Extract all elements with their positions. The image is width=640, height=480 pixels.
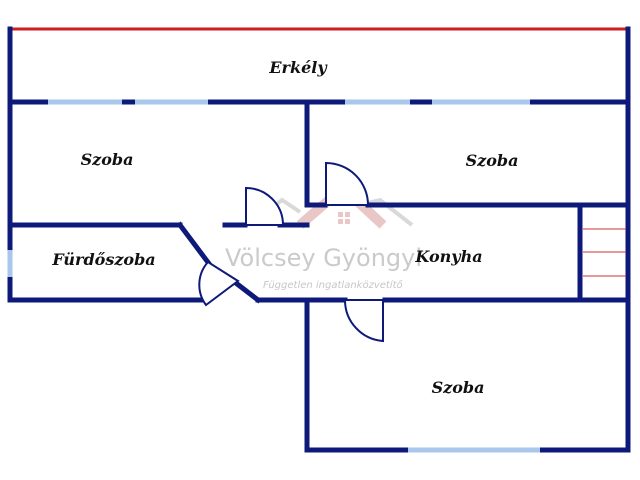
watermark-name: Völcsey Gyöngyi <box>225 244 422 272</box>
stairs-icon <box>583 228 626 277</box>
doors <box>198 161 384 343</box>
door-swing-icon <box>343 299 384 343</box>
room-label-erkely: Erkély <box>268 58 328 77</box>
room-label-konyha: Konyha <box>414 247 482 266</box>
door-swing-icon <box>198 260 240 307</box>
watermark-tagline: Független ingatlanközvetítő <box>263 279 404 291</box>
room-label-szoba-bottom: Szoba <box>432 378 485 397</box>
room-label-szoba-right: Szoba <box>466 151 519 170</box>
door-swing-icon <box>325 161 370 206</box>
door-swing-icon <box>245 186 285 226</box>
room-label-szoba-left: Szoba <box>81 150 134 169</box>
room-label-furdoszoba: Fürdőszoba <box>51 250 155 269</box>
windows <box>7 99 540 453</box>
walls <box>7 26 631 453</box>
